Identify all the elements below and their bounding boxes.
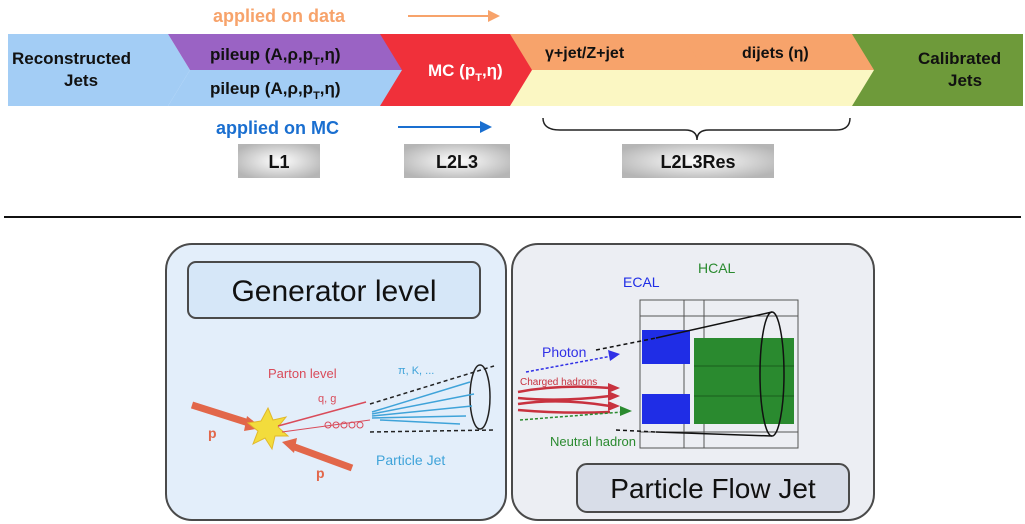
level-l2l3res-box [622, 144, 774, 178]
generator-title-box [187, 261, 481, 319]
gluon-line [281, 419, 371, 433]
charged-hadrons-label: Charged hadrons [520, 377, 597, 388]
dijets-label: dijets (η) [742, 45, 809, 62]
pileup-data-label: pileup (A,ρ,pT,η) [210, 45, 341, 68]
reco-label-2: Jets [64, 71, 98, 90]
level-l1-box [238, 144, 320, 178]
mc-correction-label: MC (pT,η) [428, 61, 503, 84]
level-l1-label: L1 [268, 152, 289, 172]
proton-top-label: p [208, 425, 217, 441]
calibrated-jets-shape [852, 34, 1023, 106]
neutral-hadron-arrowhead [620, 406, 632, 416]
level-boxes: L1 L2L3 L2L3Res [238, 144, 774, 178]
pf-cone-top [655, 311, 773, 339]
photon-line [525, 355, 613, 373]
hcal-grid [694, 365, 794, 397]
proton-bottom-label: p [316, 465, 325, 481]
residual-mc-area [510, 70, 878, 106]
ecal-block-bottom [642, 394, 690, 424]
hadron-lines [371, 381, 475, 425]
generator-title: Generator level [231, 275, 436, 308]
pf-cone-dash-top [595, 337, 657, 351]
particle-flow-panel: ECAL HCAL Photon Charged hadrons Neutral… [511, 243, 875, 521]
applied-on-mc: applied on MC [216, 118, 492, 138]
neutral-hadron-label: Neutral hadron [550, 434, 636, 449]
calibration-chain: Reconstructed Jets pileup (A,ρ,pT,η) pil… [8, 34, 1023, 106]
pflow-title: Particle Flow Jet [610, 473, 816, 504]
reco-label-1: Reconstructed [12, 49, 131, 68]
charged-hadron-arrowheads [608, 383, 620, 411]
neutral-hadron-line [519, 411, 623, 421]
pileup-mc-label: pileup (A,ρ,pT,η) [210, 79, 341, 102]
collision-star-icon [246, 406, 290, 451]
pf-cone-bottom [655, 431, 773, 437]
jet-cone-end [469, 364, 491, 430]
generator-level-panel: Generator level p p Parton level q, g π,… [165, 243, 507, 521]
pf-cone-end [759, 311, 785, 437]
gammajet-shape [510, 34, 712, 70]
parton-line [277, 401, 367, 427]
applied-on-data-label: applied on data [213, 6, 346, 26]
level-l2l3res-label: L2L3Res [660, 152, 735, 172]
particle-jet-label: Particle Jet [376, 452, 445, 468]
proton-bottom-beam [290, 442, 354, 472]
pileup-data-shape [168, 34, 410, 70]
calibrated-label-2: Jets [948, 71, 982, 90]
level-l2l3-box [404, 144, 510, 178]
dijets-shape [682, 34, 884, 70]
calibrated-label-1: Calibrated [918, 49, 1001, 68]
qg-label: q, g [318, 393, 336, 405]
charged-hadron-tracks [517, 385, 611, 414]
pileup-mc-shape [168, 70, 410, 106]
applied-on-data: applied on data [213, 6, 500, 26]
gluon-loops [324, 421, 364, 429]
proton-top-beam [190, 401, 254, 428]
photon-arrowhead [608, 350, 620, 361]
proton-bottom-arrowhead [282, 438, 297, 453]
mc-arrowhead [480, 121, 492, 133]
hcal-block [694, 338, 794, 424]
photon-label: Photon [542, 344, 586, 360]
residual-brace [542, 117, 851, 141]
pflow-title-box [576, 463, 850, 513]
hadrons-label: π, K, ... [398, 365, 434, 377]
hcal-label: HCAL [698, 260, 736, 276]
gammajet-label: γ+jet/Z+jet [545, 45, 625, 62]
ecal-label: ECAL [623, 274, 660, 290]
applied-on-mc-label: applied on MC [216, 118, 339, 138]
mc-correction-shape [380, 34, 540, 106]
data-arrowhead [488, 10, 500, 22]
pflow-panel-bg [511, 243, 875, 521]
level-l2l3-label: L2L3 [436, 152, 478, 172]
reconstructed-jets-shape [8, 34, 190, 106]
parton-level-label: Parton level [268, 366, 337, 381]
